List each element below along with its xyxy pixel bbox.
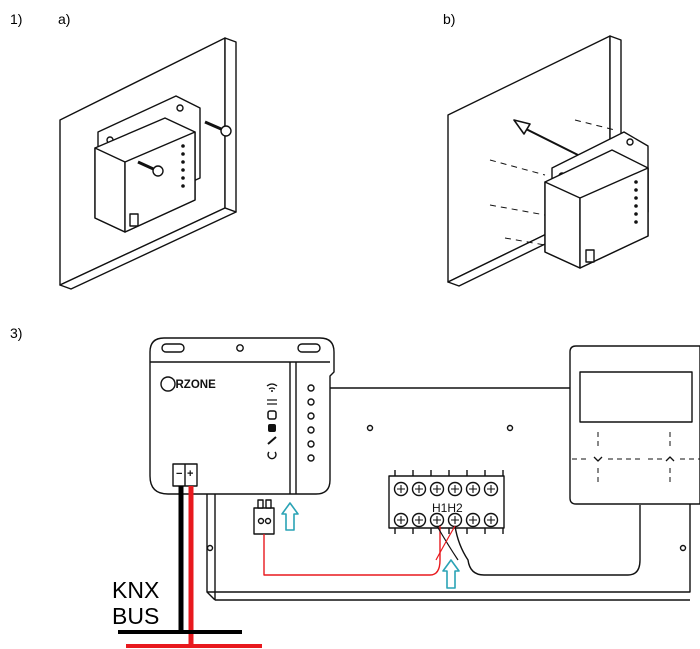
terminal-block-label: H1H2 <box>432 501 463 515</box>
brand-logo-ring <box>160 376 176 392</box>
chevron-up-icon <box>665 456 675 462</box>
led-column <box>307 384 315 462</box>
wire-black-h2 <box>454 505 641 576</box>
device-face-b <box>544 181 581 269</box>
battery-icon <box>268 424 276 432</box>
led-column-b <box>634 180 638 224</box>
wall-panel-a-edge <box>224 37 237 213</box>
exchange-icon <box>267 399 277 405</box>
led-column-a <box>181 144 185 188</box>
wire-red-h1 <box>263 526 441 576</box>
knx-label: KNX <box>112 577 159 603</box>
link-icon <box>267 436 277 445</box>
insert-arrow-icon <box>442 559 460 589</box>
wall-thermostat <box>569 345 700 505</box>
panel-hole <box>366 424 374 432</box>
terminal-plus-label: + <box>187 468 193 480</box>
thermostat-buttons <box>572 432 700 484</box>
screw-icon <box>204 120 232 137</box>
step-1a-illustration <box>59 37 237 290</box>
wall-panel-a-bottom <box>59 207 237 290</box>
chevron-down-icon <box>593 456 603 462</box>
device-notch-a <box>129 213 139 227</box>
brand-logo: AIRZONE <box>164 379 216 391</box>
device-side-a <box>124 131 196 233</box>
panel-hole <box>206 544 214 552</box>
step-1b-illustration <box>447 35 649 287</box>
mount-hole <box>236 344 244 352</box>
airzone-device: AIRZONE <box>149 337 335 495</box>
status-icons <box>266 383 278 460</box>
terminal-block <box>388 470 505 534</box>
power-icon <box>267 451 277 460</box>
thermostat-display <box>579 371 693 423</box>
panel-hole <box>506 424 514 432</box>
bus-label: BUS <box>112 603 159 629</box>
step-1a-label: a) <box>58 11 70 27</box>
push-arrow-icon <box>513 119 579 156</box>
wifi-icon <box>266 383 278 390</box>
device-face-a <box>94 147 126 233</box>
device-side-b <box>579 167 649 269</box>
bracket-hole <box>626 138 634 146</box>
bracket-hole <box>176 104 184 112</box>
mount-slot <box>297 343 321 353</box>
step-3-illustration: AIRZONE − + <box>118 337 700 648</box>
insert-arrow-icon <box>281 502 299 531</box>
panel-hole <box>679 544 687 552</box>
connector-plug <box>253 499 275 535</box>
device-notch-b <box>585 249 595 263</box>
mount-slot <box>161 343 185 353</box>
step-1b-label: b) <box>443 11 455 27</box>
screw-icon <box>137 160 164 177</box>
unit-icon <box>267 410 277 420</box>
guide-lines <box>489 119 616 246</box>
terminal-minus-label: − <box>176 468 182 480</box>
step-3-label: 3) <box>10 325 22 341</box>
step-1-label: 1) <box>10 11 22 27</box>
